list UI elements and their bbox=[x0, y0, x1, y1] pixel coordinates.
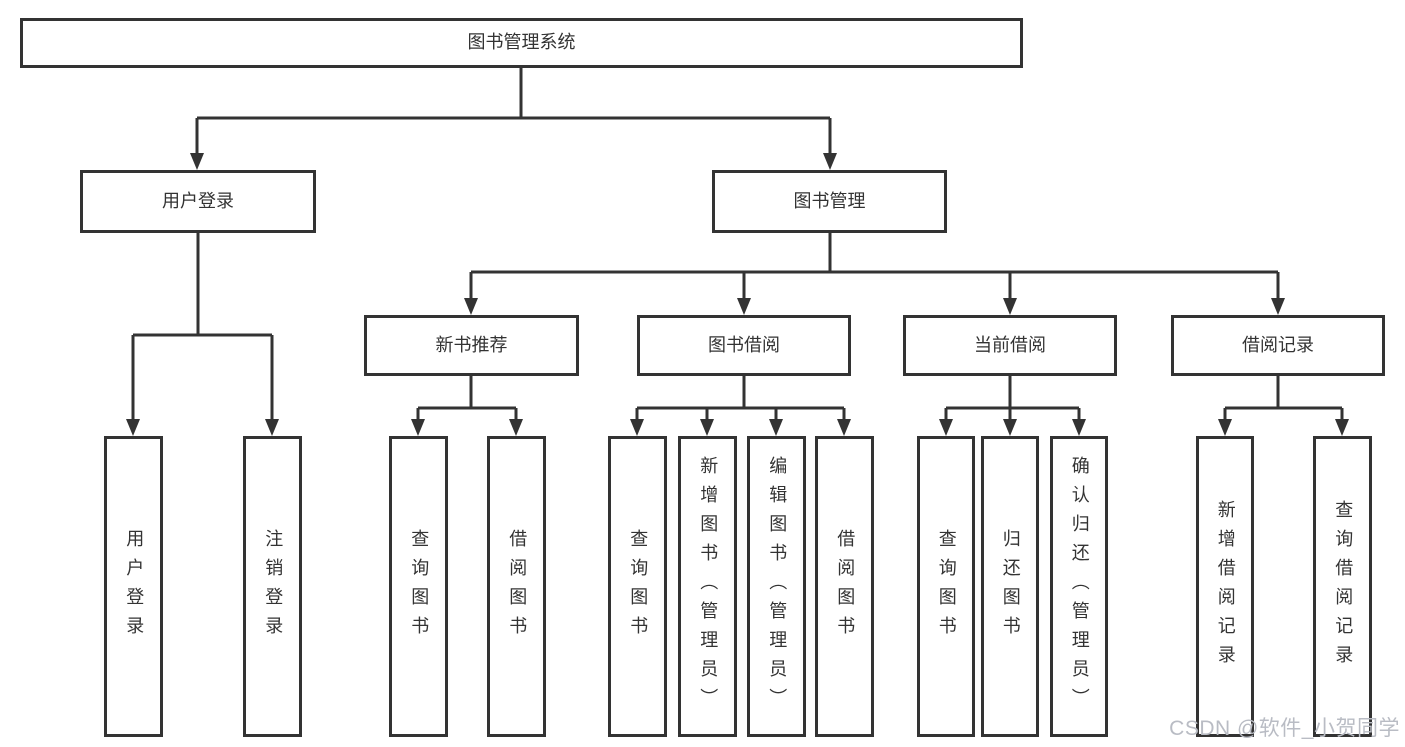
arrowhead bbox=[411, 419, 425, 436]
connector-book-borrow bbox=[635, 376, 846, 420]
leaf-query-borrow-record: 查询借阅记录 bbox=[1313, 436, 1372, 737]
node-current-borrow-label: 当前借阅 bbox=[974, 334, 1046, 355]
leaf-add-book-admin: 新增图书（管理员） bbox=[678, 436, 737, 737]
arrowhead bbox=[939, 419, 953, 436]
leaf-borrow-books-2-label: 借阅图书 bbox=[835, 528, 856, 645]
leaf-user-login: 用户登录 bbox=[104, 436, 163, 737]
leaf-add-book-admin-label: 新增图书（管理员） bbox=[698, 456, 719, 717]
node-new-book-recommend-label: 新书推荐 bbox=[435, 334, 508, 355]
node-book-management: 图书管理 bbox=[712, 170, 947, 233]
leaf-query-books-2-label: 查询图书 bbox=[628, 528, 649, 645]
connector-current-borrow bbox=[944, 376, 1081, 420]
connector-user-login bbox=[131, 233, 274, 420]
arrowhead bbox=[837, 419, 851, 436]
node-borrow-records-label: 借阅记录 bbox=[1242, 334, 1314, 355]
leaf-edit-book-admin-label: 编辑图书（管理员） bbox=[767, 456, 788, 717]
connector-book-management bbox=[469, 233, 1280, 299]
leaf-query-books-3: 查询图书 bbox=[917, 436, 975, 737]
node-user-login: 用户登录 bbox=[80, 170, 316, 233]
arrowhead bbox=[464, 298, 478, 315]
arrowhead bbox=[823, 153, 837, 170]
leaf-add-borrow-record-label: 新增借阅记录 bbox=[1215, 499, 1236, 674]
arrowhead bbox=[1271, 298, 1285, 315]
leaf-confirm-return-admin-label: 确认归还（管理员） bbox=[1069, 456, 1090, 717]
leaf-confirm-return-admin: 确认归还（管理员） bbox=[1050, 436, 1108, 737]
arrowhead bbox=[1072, 419, 1086, 436]
arrowhead bbox=[737, 298, 751, 315]
arrowhead bbox=[265, 419, 279, 436]
node-current-borrow: 当前借阅 bbox=[903, 315, 1117, 376]
leaf-logout-label: 注销登录 bbox=[263, 528, 284, 645]
leaf-add-borrow-record: 新增借阅记录 bbox=[1196, 436, 1254, 737]
csdn-watermark: CSDN @软件_小贺同学 bbox=[1169, 717, 1400, 740]
arrowhead bbox=[769, 419, 783, 436]
leaf-user-login-label: 用户登录 bbox=[124, 528, 145, 645]
node-book-management-label: 图书管理 bbox=[793, 190, 866, 211]
arrowhead bbox=[1218, 419, 1232, 436]
node-borrow-records: 借阅记录 bbox=[1171, 315, 1385, 376]
leaf-query-borrow-record-label: 查询借阅记录 bbox=[1333, 499, 1354, 674]
node-root-label: 图书管理系统 bbox=[467, 32, 576, 53]
node-new-book-recommend: 新书推荐 bbox=[364, 315, 579, 376]
arrowhead bbox=[1003, 419, 1017, 436]
node-root: 图书管理系统 bbox=[20, 18, 1023, 68]
connector-new-book bbox=[416, 376, 518, 420]
leaf-borrow-books-1-label: 借阅图书 bbox=[507, 528, 528, 645]
leaf-query-books-1-label: 查询图书 bbox=[409, 528, 430, 645]
node-user-login-label: 用户登录 bbox=[162, 190, 234, 211]
arrowhead bbox=[190, 153, 204, 170]
leaf-borrow-books-2: 借阅图书 bbox=[815, 436, 874, 737]
leaf-query-books-2: 查询图书 bbox=[608, 436, 667, 737]
leaf-edit-book-admin: 编辑图书（管理员） bbox=[747, 436, 806, 737]
arrowhead bbox=[509, 419, 523, 436]
arrowhead bbox=[1335, 419, 1349, 436]
leaf-return-book: 归还图书 bbox=[981, 436, 1039, 737]
arrowhead bbox=[700, 419, 714, 436]
arrowhead bbox=[630, 419, 644, 436]
leaf-logout: 注销登录 bbox=[243, 436, 302, 737]
node-book-borrow: 图书借阅 bbox=[637, 315, 851, 376]
node-book-borrow-label: 图书借阅 bbox=[708, 334, 780, 355]
leaf-return-book-label: 归还图书 bbox=[1000, 528, 1021, 645]
leaf-query-books-3-label: 查询图书 bbox=[936, 528, 957, 645]
connector-borrow-records bbox=[1223, 376, 1344, 420]
connector-root bbox=[195, 68, 832, 153]
arrowhead bbox=[1003, 298, 1017, 315]
leaf-query-books-1: 查询图书 bbox=[389, 436, 448, 737]
leaf-borrow-books-1: 借阅图书 bbox=[487, 436, 546, 737]
arrowhead bbox=[126, 419, 140, 436]
